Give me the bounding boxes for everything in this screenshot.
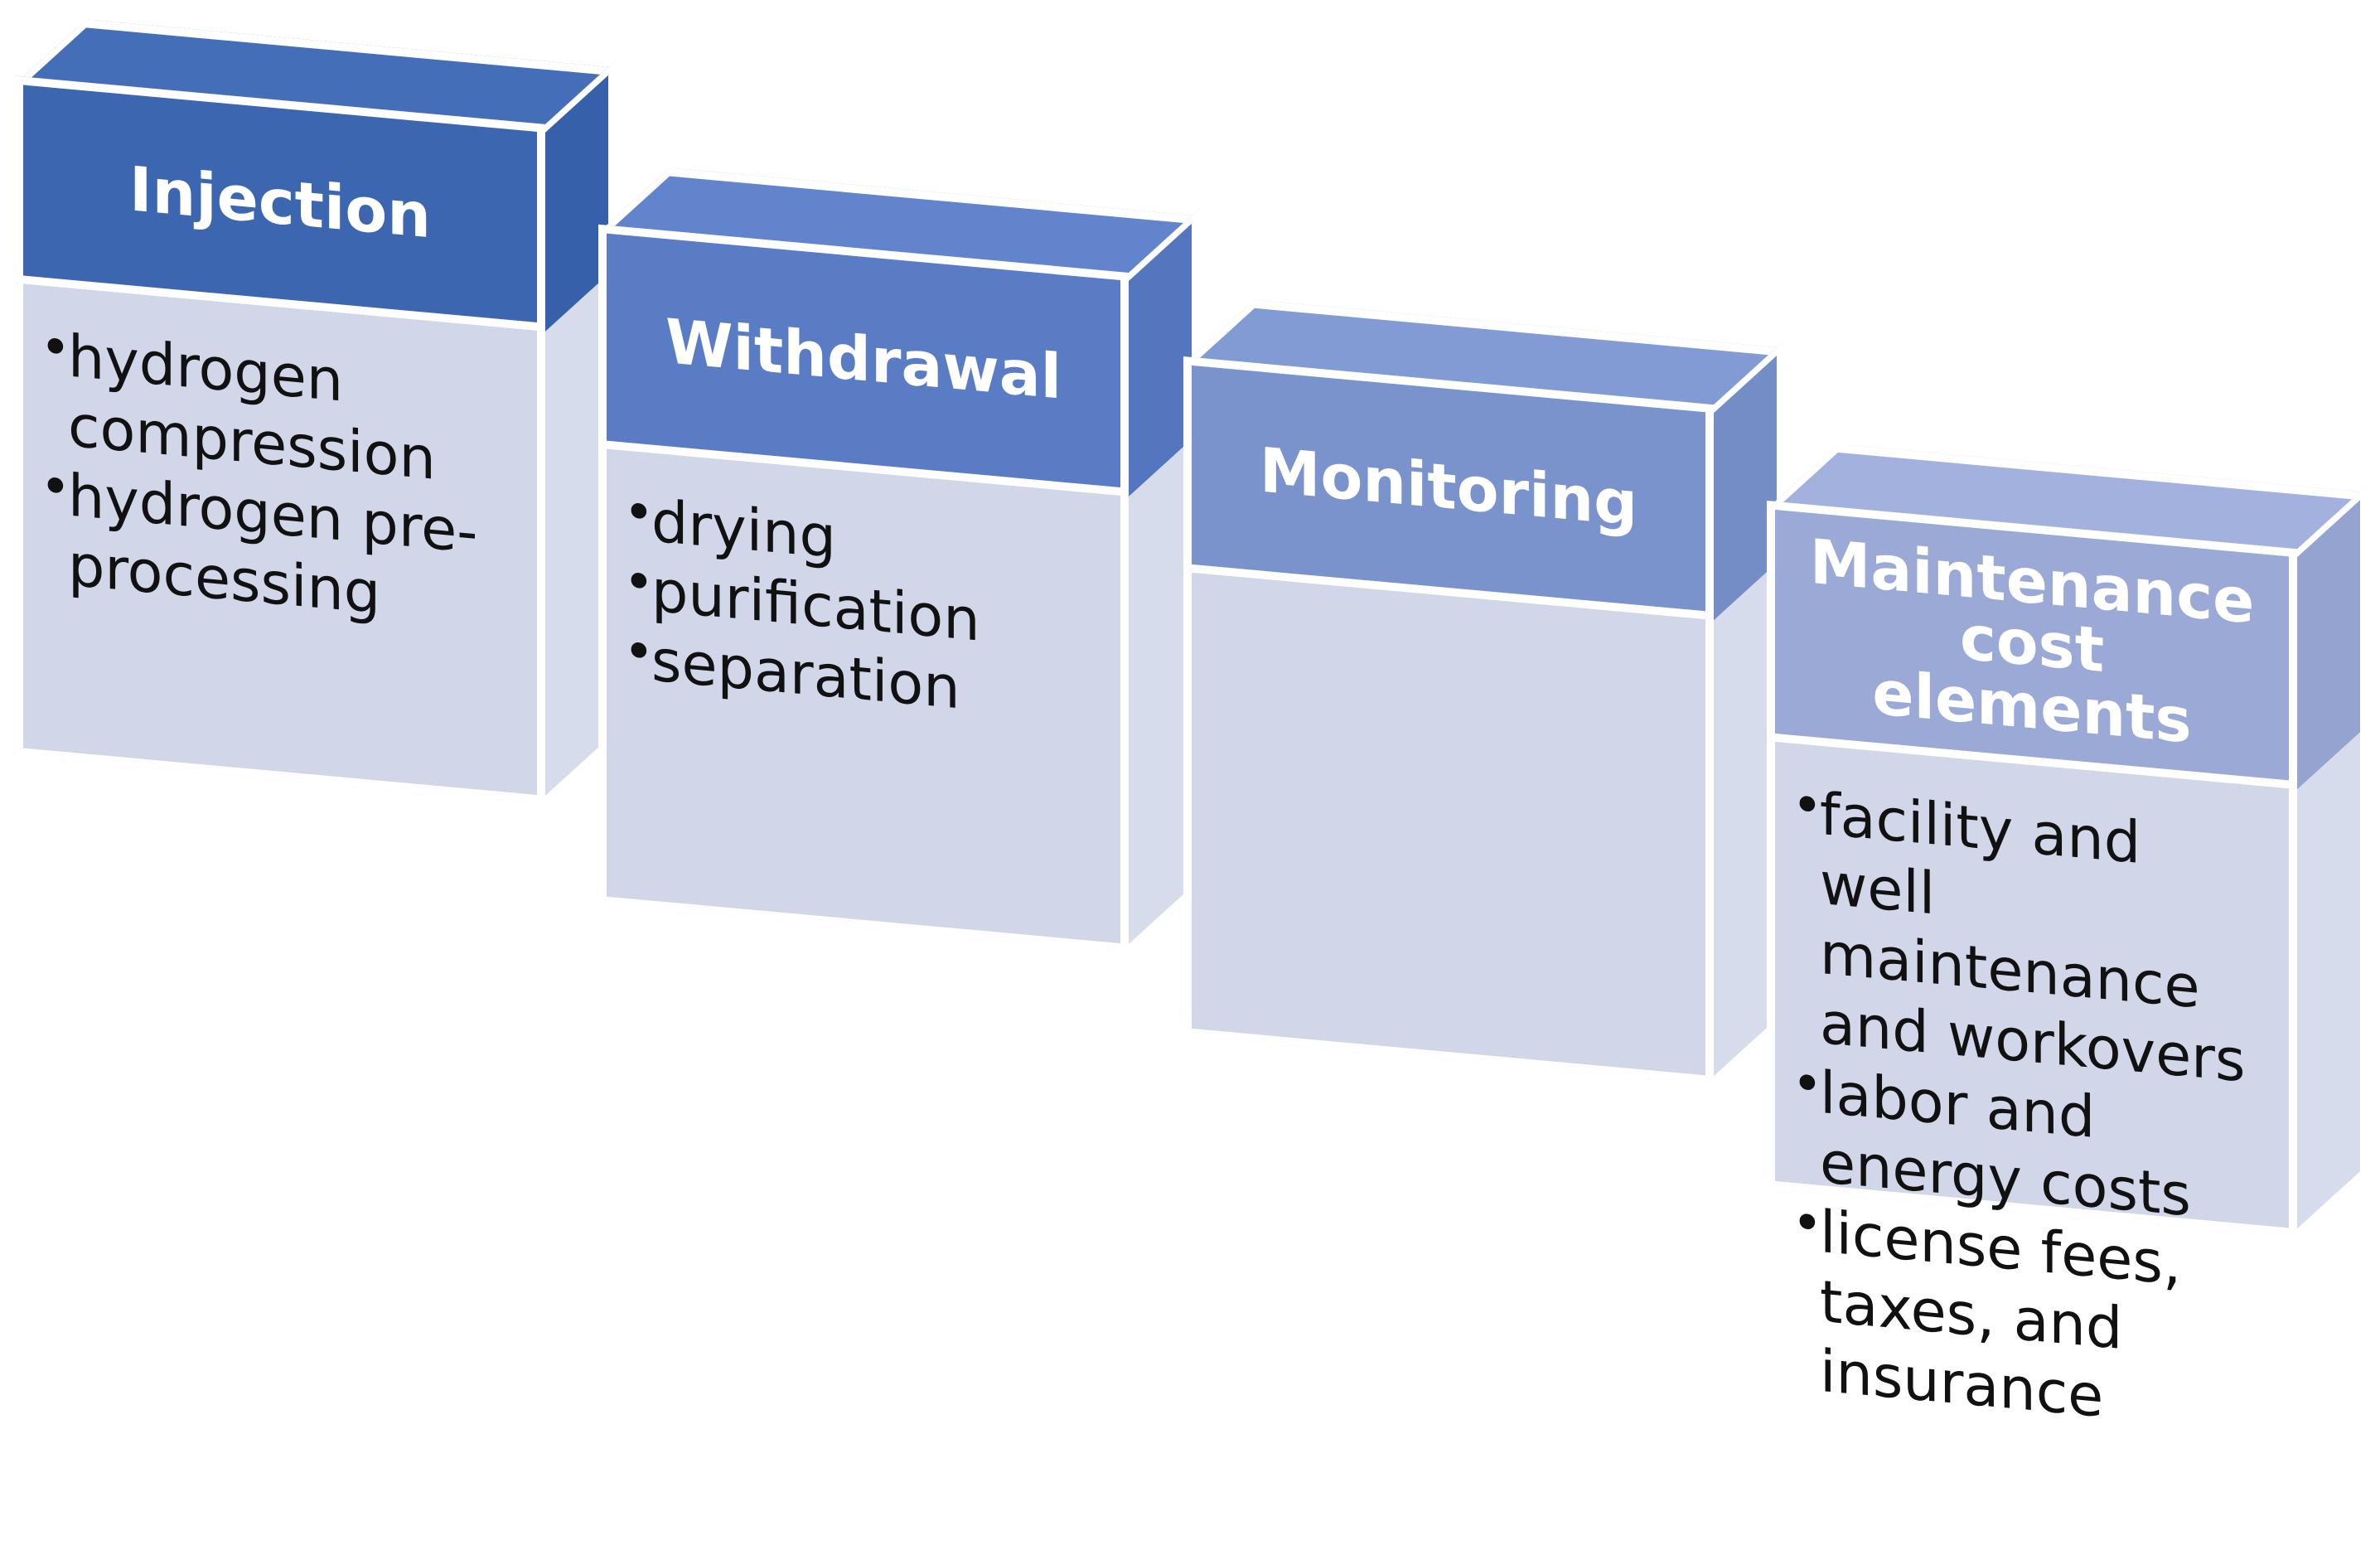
stage-item-list: dryingpurificationseparation bbox=[607, 449, 1120, 738]
stage-item-list: facility and well maintenance and workov… bbox=[1775, 742, 2289, 1448]
stage-block: Withdrawaldryingpurificationseparation bbox=[598, 167, 1200, 952]
stage-block: Maintenance cost elementsfacility and we… bbox=[1767, 443, 2368, 1431]
stage-body: dryingpurificationseparation bbox=[598, 448, 1129, 952]
stage-body bbox=[1183, 571, 1714, 1085]
stage-body-side-face bbox=[2297, 724, 2368, 1238]
stage-item: license fees, taxes, and insurance bbox=[1820, 1197, 2269, 1446]
stage-item: facility and well maintenance and workov… bbox=[1820, 779, 2269, 1098]
stage-body: facility and well maintenance and workov… bbox=[1767, 741, 2297, 1431]
stage-item-list: hydrogen compressionhydrogen pre-process… bbox=[23, 284, 537, 642]
stage-block: Monitoring bbox=[1183, 299, 1785, 1085]
stage-title: Maintenance cost elements bbox=[1767, 501, 2297, 790]
stage-block: Injectionhydrogen compressionhydrogen pr… bbox=[15, 19, 617, 804]
stage-body: hydrogen compressionhydrogen pre-process… bbox=[15, 283, 545, 804]
